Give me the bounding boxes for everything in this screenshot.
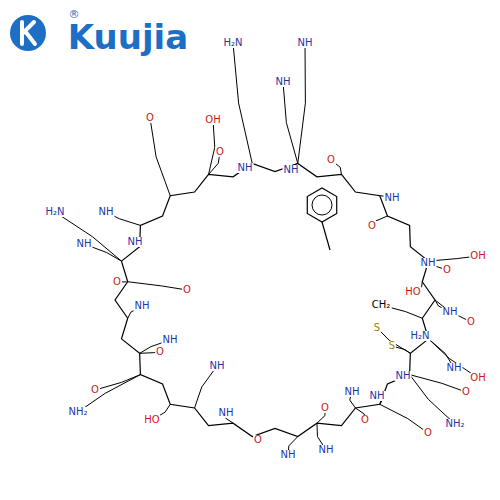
aromatic-circle — [312, 195, 332, 215]
backbone-bond — [115, 163, 435, 436]
atom-label: O — [442, 265, 452, 275]
atom-label: HO — [143, 415, 160, 425]
atom-label: O — [253, 435, 263, 445]
side-chain-bond — [233, 43, 252, 163]
side-chain-bond — [209, 120, 215, 174]
atom-label: NH — [275, 77, 292, 87]
atom-label: NH — [209, 361, 226, 371]
atom-label: NH — [127, 237, 144, 247]
atom-label: NH₂ — [444, 419, 465, 429]
atom-label: CH₂ — [371, 300, 392, 310]
side-chain-bond — [150, 118, 170, 196]
atom-label: OH — [204, 115, 221, 125]
atom-label: S — [373, 323, 381, 333]
logo-text: Kuujia — [67, 20, 189, 54]
atom-label: NH — [162, 335, 179, 345]
atom-label: NH — [318, 445, 335, 455]
side-chain-bond — [380, 404, 428, 433]
atom-label: O — [182, 285, 192, 295]
benzene-ring — [307, 188, 336, 222]
side-chain-bond — [283, 82, 298, 163]
atom-label: O — [112, 277, 122, 287]
atom-label: O — [461, 387, 471, 397]
atom-label: NH₂ — [67, 407, 88, 417]
atom-label: O — [367, 221, 377, 231]
atom-label: NH — [446, 363, 463, 373]
side-chain-bond — [377, 328, 410, 353]
atom-label: O — [326, 155, 336, 165]
side-chain-bond — [128, 282, 187, 290]
atom-label: NH — [237, 163, 254, 173]
atom-label: O — [145, 113, 155, 123]
atom-label: OH — [469, 373, 486, 383]
atom-label: O — [90, 385, 100, 395]
side-chain-bond — [55, 212, 121, 261]
side-chain-bond — [298, 43, 306, 163]
atom-label: NH — [395, 371, 412, 381]
atom-label: HO — [404, 287, 421, 297]
side-chain-bond — [410, 375, 455, 424]
atom-label: H₂N — [409, 331, 430, 341]
atom-label: NH — [442, 307, 459, 317]
bond-lines — [55, 43, 478, 455]
atom-label: NH — [218, 408, 235, 418]
atom-label: NH — [384, 193, 401, 203]
atom-label: O — [360, 415, 370, 425]
atom-label: NH — [98, 207, 115, 217]
atom-label: O — [215, 147, 225, 157]
atom-label: S — [388, 341, 396, 351]
atom-label: NH — [280, 450, 297, 460]
atom-label: O — [320, 403, 330, 413]
atom-label: O — [155, 347, 165, 357]
logo-icon — [10, 15, 46, 51]
atom-label: O — [423, 428, 433, 438]
trademark-mark: ® — [68, 9, 81, 20]
atom-label: NH — [134, 301, 151, 311]
atom-label: NH — [283, 165, 300, 175]
atom-label: NH — [420, 258, 437, 268]
side-chain-bond — [322, 222, 330, 250]
atom-label: H₂N — [44, 207, 65, 217]
atom-label: OH — [469, 251, 486, 261]
atom-label: NH — [76, 239, 93, 249]
side-chain-bond — [195, 366, 217, 408]
atom-label: NH — [297, 38, 314, 48]
atom-label: O — [466, 317, 476, 327]
side-chain-bond — [95, 375, 140, 390]
atom-label: NH — [344, 387, 361, 397]
atom-label: H₂N — [222, 38, 243, 48]
atom-label: NH — [369, 391, 386, 401]
side-chain-bond — [410, 375, 466, 392]
